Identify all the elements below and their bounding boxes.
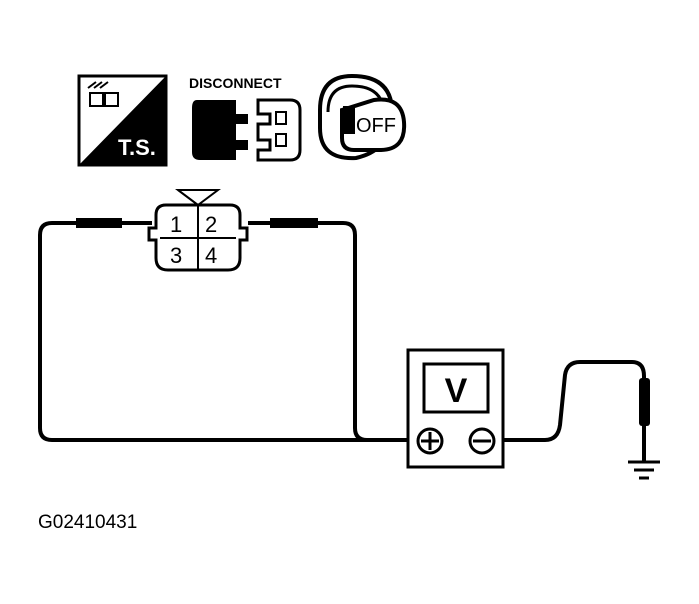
wire-meter-negative-to-ground [482,360,646,462]
ground-icon [628,460,660,480]
harness-segment-right [270,218,318,228]
connector-4pin: 1 2 3 4 [147,189,249,272]
wire-pin1-to-meter-positive [38,221,430,442]
probe-tip [639,378,650,426]
ignition-off-label: OFF [356,115,396,137]
ts-label: T.S. [118,135,156,160]
ignition-off-icon: OFF [318,73,407,161]
wire-pin2 [248,221,368,442]
ts-icon: T.S. [77,74,168,167]
disconnect-label: DISCONNECT [189,75,282,91]
voltmeter: V [406,348,505,469]
pin-4-label: 4 [205,243,217,268]
pin-1-label: 1 [170,212,182,237]
pin-2-label: 2 [205,212,217,237]
disconnect-icon: DISCONNECT [189,75,302,162]
harness-segment-left [76,218,122,228]
meter-display-label: V [445,372,468,410]
figure-id: G02410431 [38,512,137,533]
pin-3-label: 3 [170,243,182,268]
